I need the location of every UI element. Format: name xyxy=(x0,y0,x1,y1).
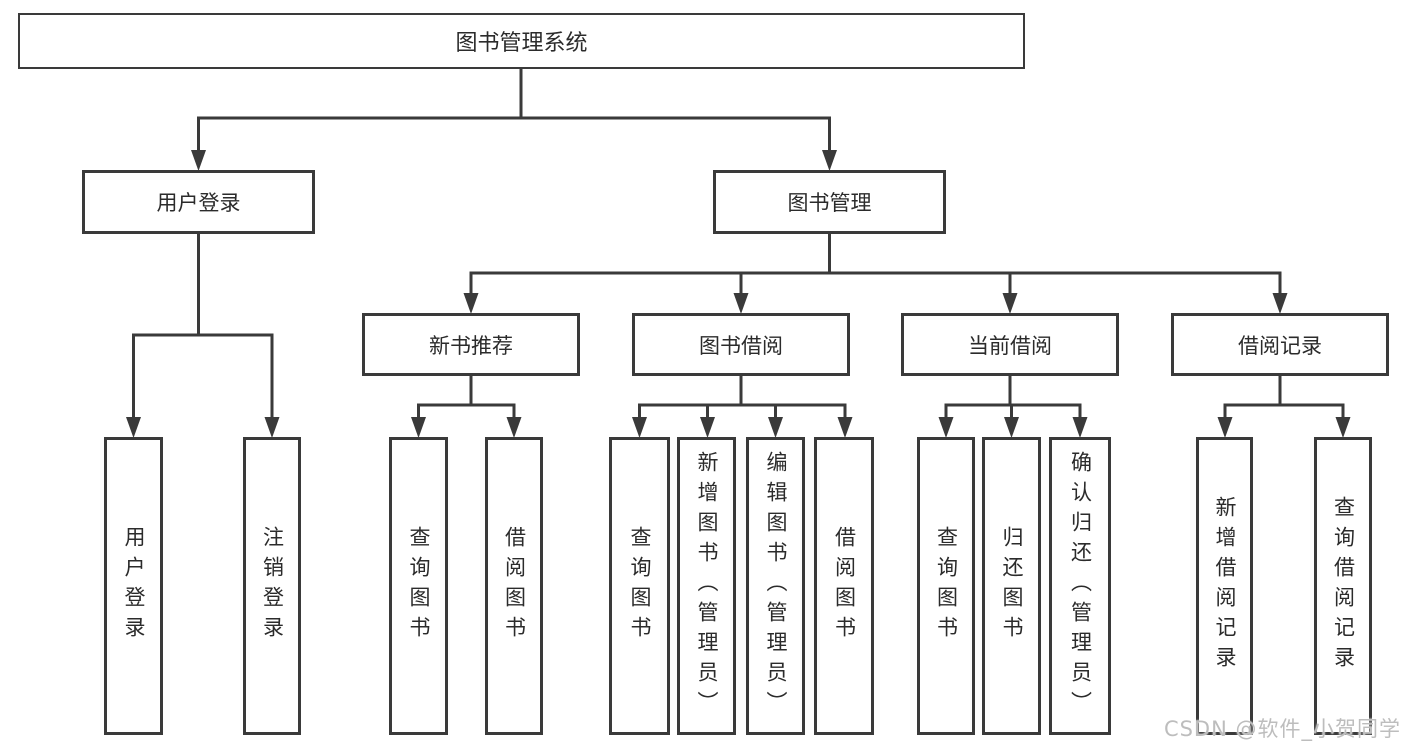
node-book-management: 图书管理 xyxy=(713,170,946,234)
leaf-nb-query-books: 查询图书 xyxy=(389,437,448,735)
leaf-bb-add-books-admin: 新增图书（管理员） xyxy=(677,437,736,735)
leaf-bb-edit-books-admin: 编辑图书（管理员） xyxy=(746,437,805,735)
leaf-nb-borrow-books: 借阅图书 xyxy=(485,437,543,735)
node-borrowing-records: 借阅记录 xyxy=(1171,313,1389,376)
node-library-system: 图书管理系统 xyxy=(18,13,1025,69)
leaf-cb-confirm-return-admin: 确认归还（管理员） xyxy=(1049,437,1111,735)
leaf-bb-query-books: 查询图书 xyxy=(609,437,670,735)
node-new-book-recommend: 新书推荐 xyxy=(362,313,580,376)
leaf-cb-query-books: 查询图书 xyxy=(917,437,975,735)
node-book-borrowing: 图书借阅 xyxy=(632,313,850,376)
leaf-cb-return-books: 归还图书 xyxy=(982,437,1041,735)
leaf-br-add-record: 新增借阅记录 xyxy=(1196,437,1253,735)
node-current-borrowing: 当前借阅 xyxy=(901,313,1119,376)
leaf-br-query-record: 查询借阅记录 xyxy=(1314,437,1372,735)
node-user-login: 用户登录 xyxy=(82,170,315,234)
leaf-logout-login: 注销登录 xyxy=(243,437,301,735)
watermark-text: CSDN @软件_小贺同学 xyxy=(1163,717,1401,741)
leaf-user-login: 用户登录 xyxy=(104,437,163,735)
leaf-bb-borrow-books: 借阅图书 xyxy=(814,437,874,735)
